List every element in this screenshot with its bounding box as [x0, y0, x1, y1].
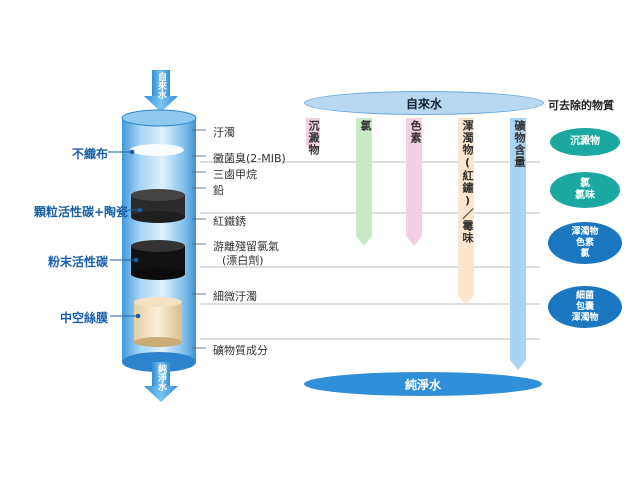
badge-bacteria-text-2: 包囊	[575, 301, 594, 312]
inlet-label: 自來水	[156, 72, 166, 99]
badge-bacteria-text-3: 渾濁物	[571, 312, 599, 323]
contaminant-1: 汙濁	[213, 126, 235, 139]
outlet-label: 純淨水	[156, 364, 166, 391]
bottom-ellipse: 純淨水	[304, 372, 542, 396]
badge-chlorine-text-1: 氯	[580, 178, 590, 189]
cartridge-body	[121, 109, 197, 372]
contaminant-3: 三鹵甲烷	[213, 168, 257, 181]
contaminant-5: 紅鐵銹	[213, 215, 246, 228]
column-arrows	[306, 118, 526, 370]
contaminant-2: 黴菌臭(2-MIB)	[213, 152, 286, 165]
label-hollow-fiber: 中空絲膜	[59, 311, 108, 325]
inlet-arrow	[144, 70, 178, 112]
column-4-part-c: ／	[461, 208, 474, 220]
label-powder-carbon: 粉末活性碳	[47, 255, 108, 269]
column-4-part-b: (紅鏽)	[461, 156, 474, 208]
badge-turbidity-text-3: 氯	[580, 248, 590, 259]
column-5-label: 礦物含量	[513, 120, 526, 168]
badge-turbidity-text-1: 渾濁物	[571, 226, 599, 237]
contaminant-7: (漂白劑)	[222, 254, 264, 267]
badge-chlorine-text-2: 氯味	[575, 190, 595, 201]
badge-bacteria: 細菌 包囊 渾濁物	[548, 286, 622, 328]
removable-title: 可去除的物質	[548, 99, 614, 112]
badge-bacteria-text-1: 細菌	[575, 290, 594, 301]
badge-turbidity: 渾濁物 色素 氯	[548, 222, 622, 264]
contaminant-9: 礦物質成分	[213, 344, 268, 357]
contaminant-4: 鉛	[213, 184, 224, 197]
contaminant-6: 游離殘留氯氣	[213, 240, 279, 253]
column-3-label: 色素	[409, 120, 422, 144]
top-ellipse: 自來水	[304, 91, 544, 115]
column-4-part-d: 霉味	[461, 220, 474, 244]
contaminant-8: 細微汙濁	[213, 290, 257, 303]
outlet-arrow	[144, 362, 178, 402]
column-2-label: 氯	[359, 120, 372, 132]
column-4-label: 渾濁物 (紅鏽) ／ 霉味	[459, 120, 474, 244]
badge-chlorine: 氯 氯味	[550, 172, 620, 208]
badge-sediment-text: 沉澱物	[570, 136, 600, 147]
label-nonwoven: 不織布	[71, 147, 108, 161]
badge-sediment: 沉澱物	[550, 128, 620, 156]
column-1-label: 沉澱物	[307, 120, 320, 156]
badge-turbidity-text-2: 色素	[575, 237, 594, 248]
column-4-part-a: 渾濁物	[461, 120, 474, 156]
label-granular-carbon: 顆粒活性碳+陶瓷	[33, 205, 128, 219]
